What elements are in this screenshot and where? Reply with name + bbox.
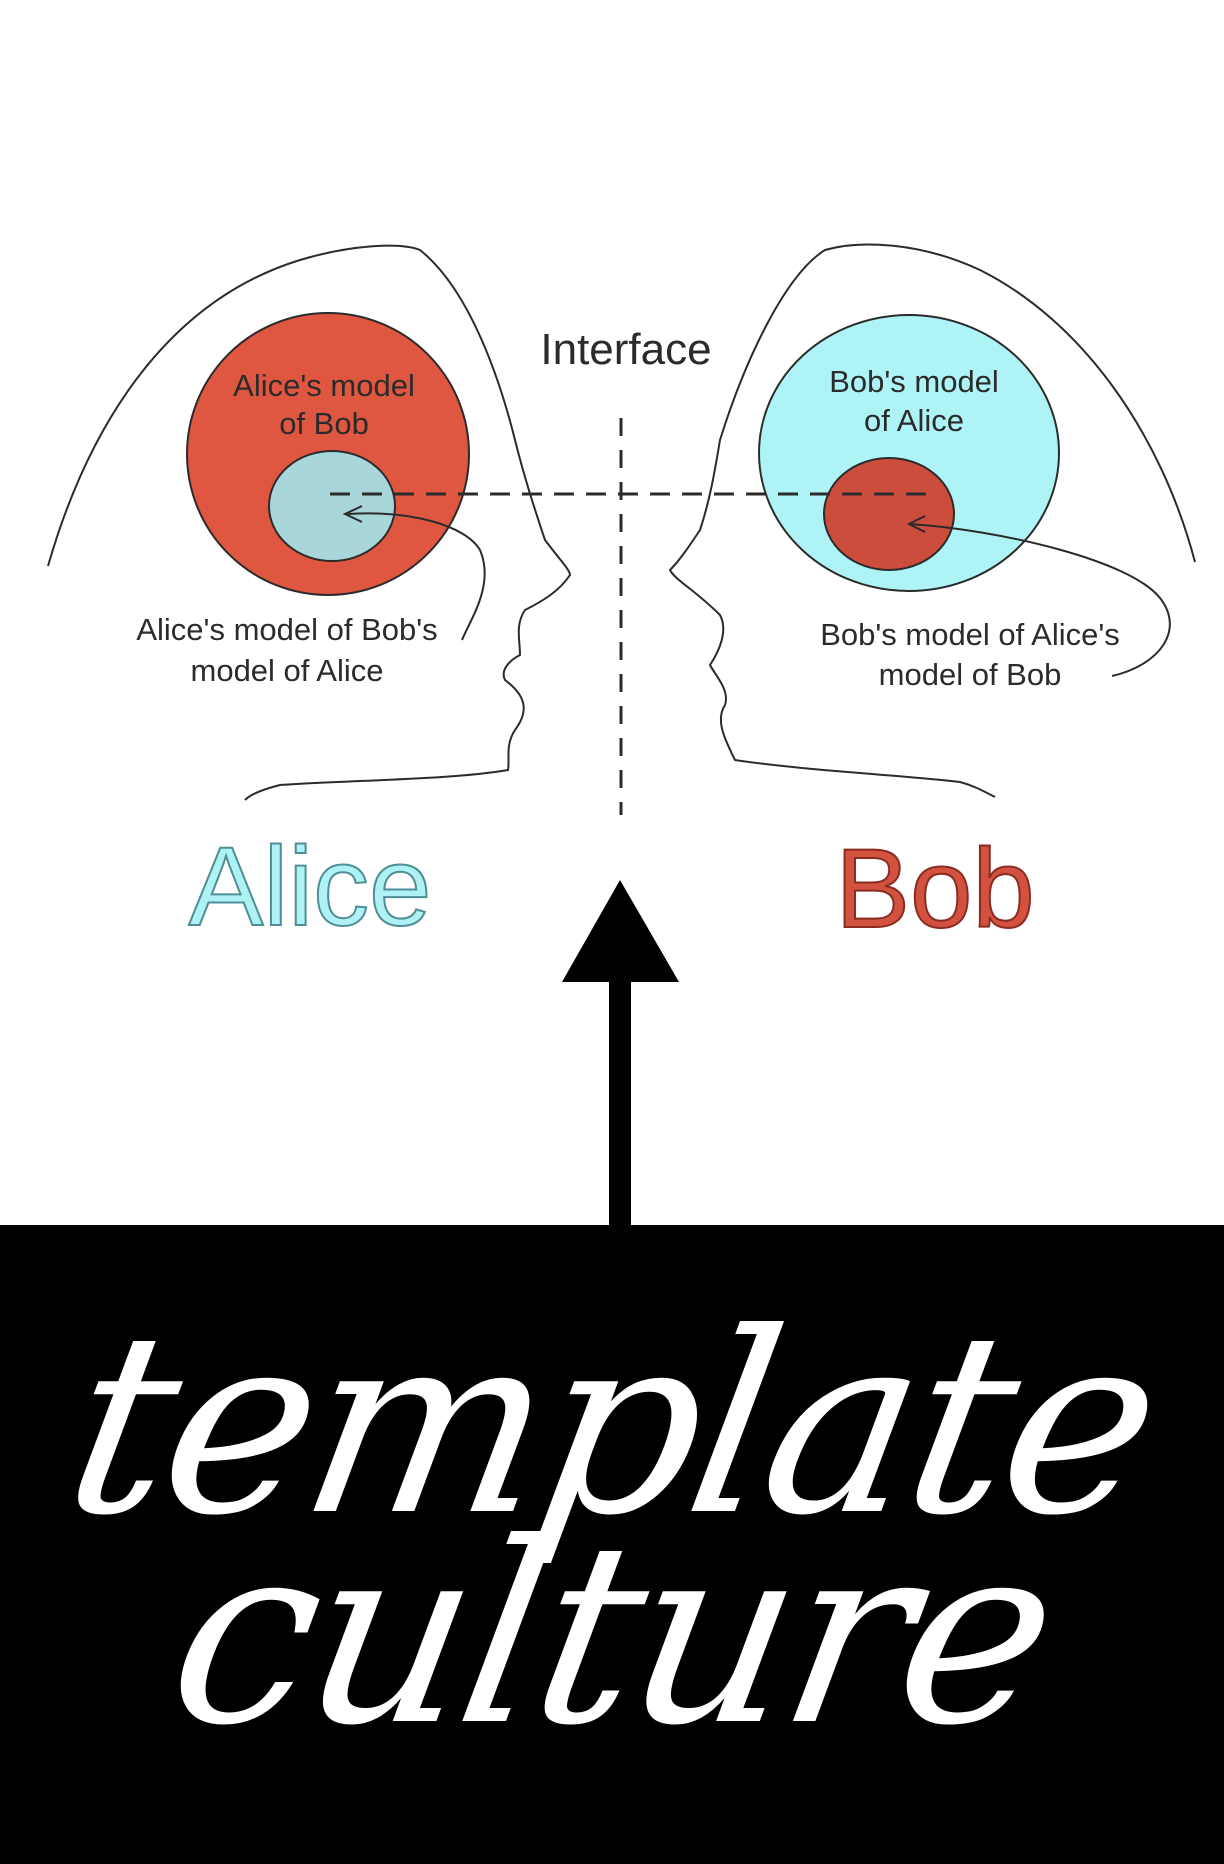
caption-band	[0, 1225, 1224, 1864]
bob-pointer-curve	[909, 523, 1171, 677]
alice-nested-label-1: Alice's model of Bob's	[136, 612, 437, 647]
alice-head-outline	[47, 244, 572, 801]
theory-of-mind-diagram: Interface Alice's model of Bob Alice's m…	[47, 243, 1196, 1225]
alice-name: Alice	[189, 824, 432, 949]
alice-model-of-bob-label-1: Alice's model	[233, 368, 415, 403]
alice-pointer-head-icon	[342, 505, 363, 523]
caption-line-culture: culture	[152, 1489, 1072, 1780]
bob-name: Bob	[835, 826, 1034, 951]
alice-nested-label-2: model of Alice	[191, 653, 384, 688]
bob-nested-label-1: Bob's model of Alice's	[820, 617, 1120, 652]
bob-model-of-alice-label-2: of Alice	[864, 403, 964, 438]
up-arrow-icon	[562, 880, 679, 1225]
bob-head-outline	[668, 243, 1196, 798]
bob-model-of-alice-label-1: Bob's model	[829, 364, 999, 399]
bob-pointer-head-icon	[906, 515, 926, 533]
bob-nested-model-circle	[823, 457, 955, 571]
alice-model-of-bob-label-2: of Bob	[279, 406, 369, 441]
interface-label: Interface	[540, 325, 711, 374]
bob-nested-label-2: model of Bob	[879, 657, 1062, 692]
alice-pointer-curve	[347, 512, 486, 641]
alice-nested-model-circle	[268, 450, 396, 562]
